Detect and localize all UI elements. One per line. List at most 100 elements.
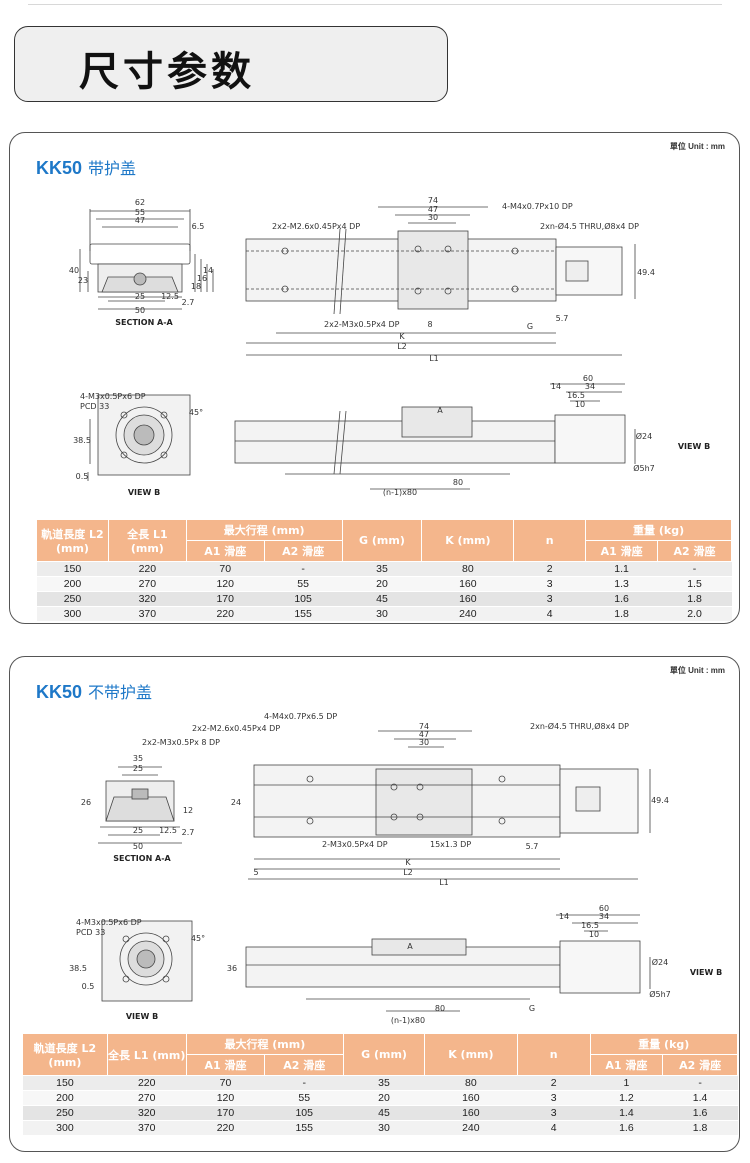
cell: 370 [107, 1120, 187, 1136]
header-k: K (mm) [423, 1033, 518, 1076]
cell: 80 [421, 561, 514, 577]
dim-8: 8 [427, 320, 432, 329]
cell: 150 [36, 561, 109, 577]
cell: - [264, 1075, 344, 1091]
section-aa-drawing [79, 209, 214, 310]
dim-l1: L1 [439, 878, 449, 887]
dim-5: 5 [253, 868, 258, 877]
cell: 160 [421, 591, 514, 607]
pitch-label: (n-1)x80 [383, 488, 417, 497]
dim-34: 34 [599, 912, 609, 921]
callout-pcd: PCD 33 [76, 928, 105, 937]
dim-2-7: 2.7 [182, 828, 195, 837]
cell: 200 [36, 576, 109, 592]
cell: 2 [517, 1075, 591, 1091]
spec-table: 軌道長度 L2 (mm) 全長 L1 (mm) 最大行程 (mm) G (mm)… [22, 1033, 739, 1136]
cell: 45 [342, 591, 422, 607]
variant-name: 带护盖 [88, 159, 137, 178]
cell: 300 [36, 606, 109, 622]
cell: 1.4 [662, 1090, 738, 1106]
dim-47b: 47 [428, 205, 438, 214]
dim-0-5: 0.5 [76, 472, 89, 481]
dim-d5h7: Ø5h7 [633, 463, 655, 473]
cell: 1.5 [657, 576, 732, 592]
side-view-drawing [234, 383, 636, 490]
cell: 240 [421, 606, 514, 622]
header-l1: 全長 L1 (mm) [107, 519, 187, 562]
cell: 2.0 [657, 606, 732, 622]
technical-drawing: 35 25 26 12 2.7 25 50 12.5 24 74 47 30 4… [10, 709, 739, 1029]
dim-34: 34 [585, 382, 595, 391]
cell: 250 [22, 1105, 108, 1121]
view-b-arrow-label: VIEW B [690, 968, 722, 977]
cell: 1.6 [590, 1120, 663, 1136]
dim-47: 47 [419, 730, 429, 739]
cell: 80 [424, 1075, 518, 1091]
dim-60: 60 [583, 374, 593, 383]
dim-6-5: 6.5 [192, 222, 205, 231]
header-l2: 軌道長度 L2 (mm) [36, 519, 109, 562]
cell: - [657, 561, 732, 577]
cell: 370 [108, 606, 187, 622]
pitch-label: (n-1)x80 [391, 1016, 425, 1025]
dim-49-4: 49.4 [637, 268, 655, 277]
model-name: KK50 [36, 682, 83, 702]
cell: 170 [186, 591, 265, 607]
dim-d24: Ø24 [636, 431, 652, 441]
cell: 45 [343, 1105, 425, 1121]
dim-k: K [399, 332, 405, 341]
dim-k: K [405, 858, 411, 867]
dim-62: 62 [135, 198, 145, 207]
header-weight-a1: A1 滑座 [585, 540, 659, 562]
section-aa-drawing [98, 766, 182, 844]
cell: 30 [343, 1120, 425, 1136]
dim-45deg: 45° [189, 408, 203, 417]
header-stroke: 最大行程 (mm) [185, 1033, 345, 1055]
cell: 1.8 [657, 591, 732, 607]
cell: 160 [424, 1105, 518, 1121]
dim-35: 35 [133, 754, 143, 763]
callout-top-hole: 2x2-M2.6x0.45Px4 DP [272, 222, 360, 231]
header-l2: 軌道長度 L2 (mm) [22, 1033, 108, 1076]
cell: 250 [36, 591, 109, 607]
section-aa-label: SECTION A-A [113, 854, 171, 863]
header-l1: 全長 L1 (mm) [106, 1033, 187, 1076]
dim-16-5: 16.5 [567, 391, 585, 400]
header-n: n [513, 519, 587, 562]
dim-55: 55 [135, 208, 145, 217]
cell: 70 [186, 561, 265, 577]
top-view-drawing [245, 206, 636, 356]
callout-thru-hole: 2xn-Ø4.5 THRU,Ø8x4 DP [530, 721, 629, 731]
dim-80: 80 [435, 1004, 445, 1013]
view-b-label: VIEW B [126, 1012, 158, 1021]
view-b-drawing [87, 394, 191, 481]
cell: 170 [186, 1105, 265, 1121]
dim-5-7: 5.7 [556, 314, 569, 323]
cell: 1.8 [662, 1120, 738, 1136]
header-weight-a1: A1 滑座 [589, 1054, 664, 1076]
cell: 3 [513, 591, 586, 607]
cell: 320 [108, 591, 187, 607]
header-k: K (mm) [421, 519, 515, 562]
header-stroke-a2: A2 滑座 [263, 540, 343, 562]
dim-g: G [527, 322, 533, 331]
dim-36: 36 [227, 964, 237, 973]
cell: 120 [186, 1090, 265, 1106]
header-weight-a2: A2 滑座 [662, 1054, 738, 1076]
cell: 220 [186, 606, 265, 622]
cell: 4 [513, 606, 586, 622]
cell: 20 [342, 576, 422, 592]
dim-12-5: 12.5 [159, 826, 177, 835]
cell: 160 [421, 576, 514, 592]
dim-23: 23 [78, 276, 88, 285]
dim-25b: 25 [133, 826, 143, 835]
dim-12: 12 [183, 806, 193, 815]
dim-d24: Ø24 [652, 957, 668, 967]
dim-30: 30 [419, 738, 429, 747]
cell: 35 [342, 561, 422, 577]
dim-10: 10 [589, 930, 599, 939]
